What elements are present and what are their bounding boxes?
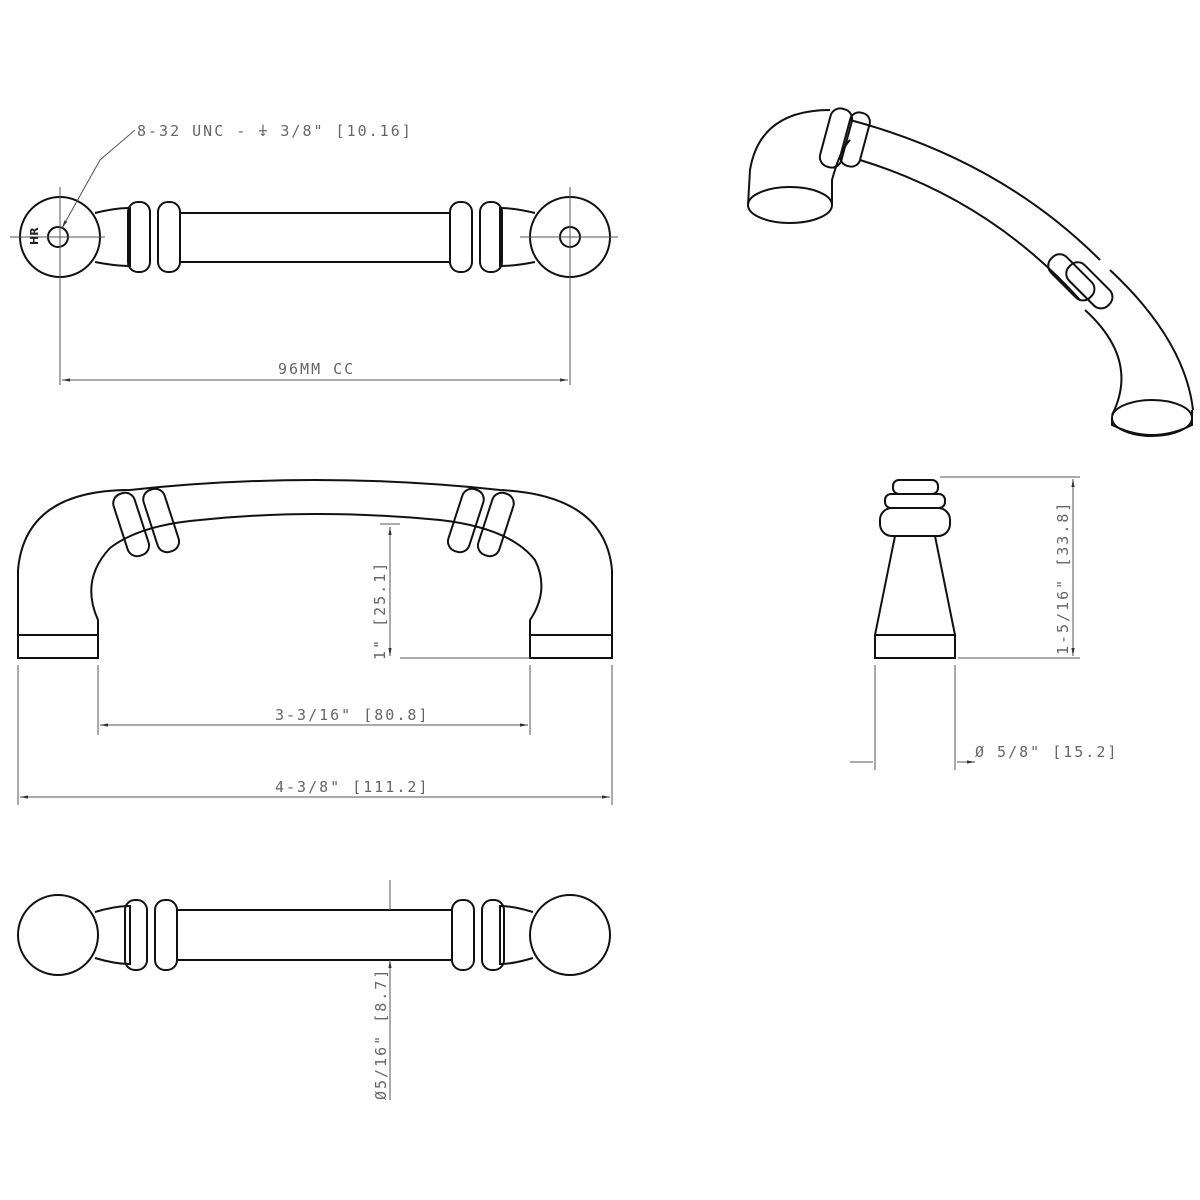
center-to-center-label: 96MM CC — [278, 360, 355, 378]
inner-length-label: 3-3/16" [80.8] — [275, 706, 429, 724]
thread-callout: 8-32 UNC - ⍖ 3/8" [10.16] — [137, 122, 413, 140]
bottom-view: Ø5/16" [8.7] — [17, 880, 611, 1100]
height-label: 1" [25.1] — [371, 561, 389, 660]
overall-length-label: 4-3/8" [111.2] — [275, 778, 429, 796]
bar-diameter-label: Ø5/16" [8.7] — [372, 968, 390, 1100]
isometric-view — [747, 107, 1194, 437]
projection-label: 1-5/16" [33.8] — [1054, 501, 1072, 655]
base-diameter-label: Ø 5/8" [15.2] — [975, 743, 1118, 761]
logo-hr: HR — [28, 227, 41, 245]
top-view: HR 8-32 UNC - ⍖ 3/8" [10.16] 96MM CC — [10, 122, 618, 385]
side-view: 1-5/16" [33.8] Ø 5/8" [15.2] — [850, 476, 1118, 770]
front-view: 1" [25.1] 3-3/16" [80.8] 4-3/8" [111.2] — [17, 479, 613, 805]
